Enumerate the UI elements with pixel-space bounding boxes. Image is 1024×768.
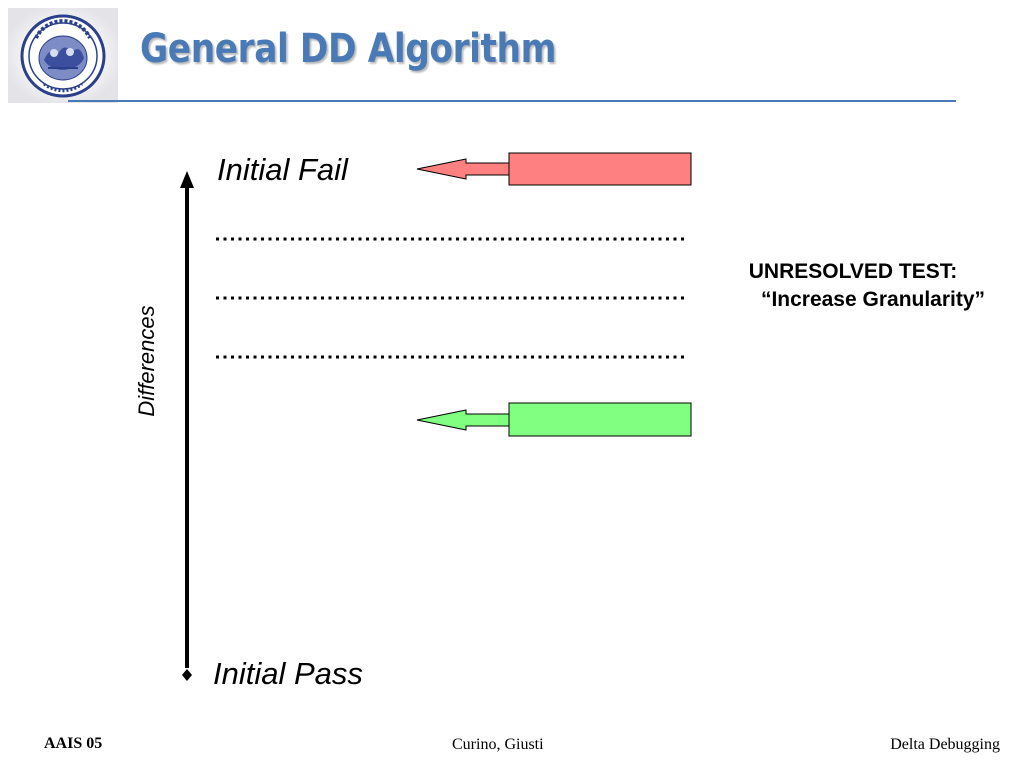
title-divider bbox=[68, 100, 956, 102]
unresolved-test-note: UNRESOLVED TEST: “Increase Granularity” bbox=[728, 258, 1018, 314]
pass-arrow bbox=[416, 402, 692, 437]
fail-arrow bbox=[416, 152, 692, 186]
initial-fail-label: Initial Fail bbox=[217, 152, 348, 187]
initial-pass-label: Initial Pass bbox=[213, 656, 363, 691]
axis-endpoint-diamond bbox=[182, 669, 192, 681]
slide-title: General DD Algorithm bbox=[140, 26, 557, 72]
increase-granularity-text: “Increase Granularity” bbox=[760, 288, 986, 311]
axis-arrowhead-up bbox=[180, 171, 194, 188]
footer-authors: Curino, Giusti bbox=[452, 736, 544, 753]
university-seal-logo bbox=[8, 8, 118, 103]
unresolved-test-heading: UNRESOLVED TEST: bbox=[748, 260, 958, 283]
footer-topic: Delta Debugging bbox=[890, 736, 1000, 753]
footer-course: AAIS 05 bbox=[44, 735, 103, 752]
differences-axis-label: Differences bbox=[134, 305, 159, 417]
